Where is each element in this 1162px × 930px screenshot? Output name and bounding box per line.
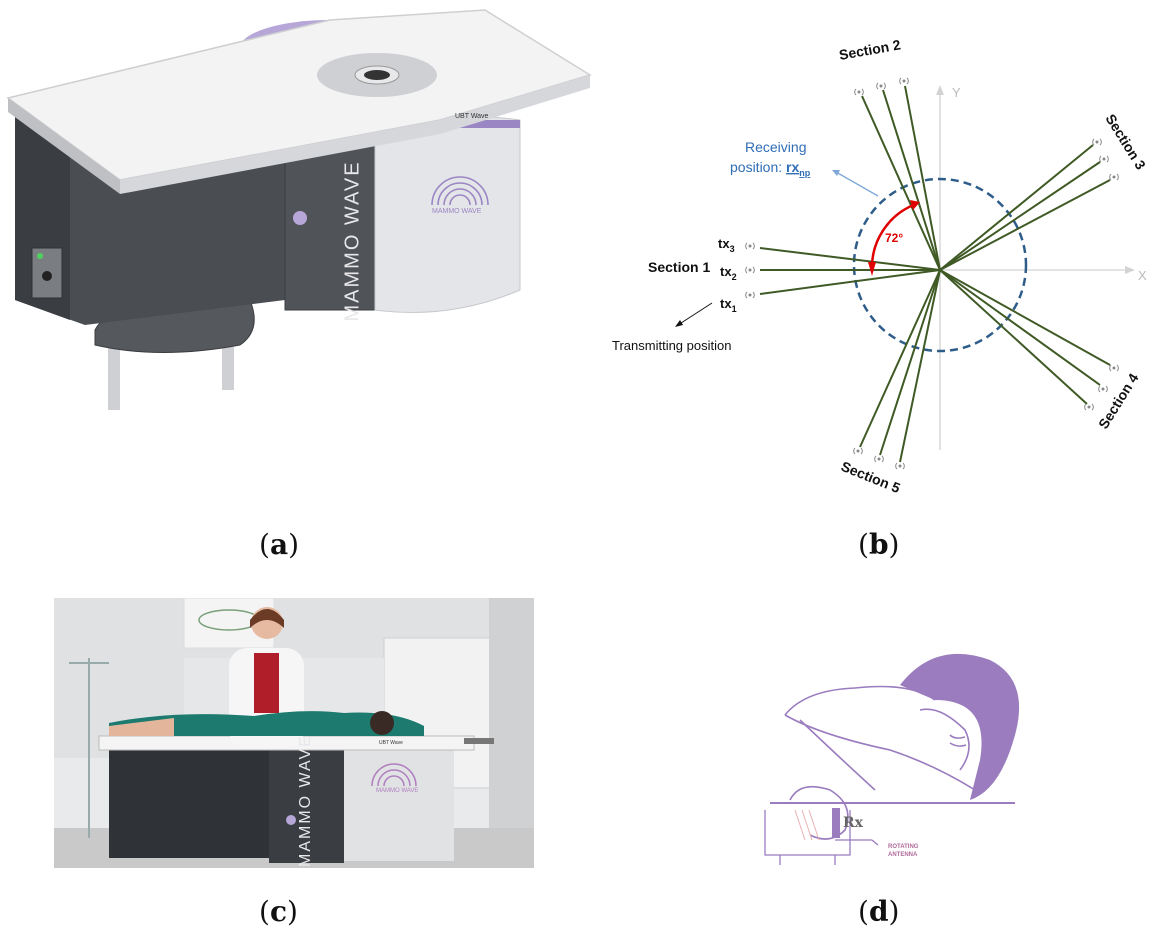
device-plate-text: UBT Wave (455, 113, 489, 120)
caption-b: (b) (858, 528, 900, 561)
caption-d: (d) (858, 895, 900, 928)
antenna-icons (745, 77, 1119, 470)
section-5-label: Section 5 (839, 458, 903, 496)
panel-d-illustration: Rx ROTATING ANTENNA (760, 640, 1040, 870)
patient-illustration: Rx ROTATING ANTENNA (764, 653, 1020, 865)
section-3-label: Section 3 (1102, 111, 1149, 172)
panel-b-diagram: 72° X Y Section 1 Section 2 Section 3 Se… (600, 0, 1162, 520)
rx-label: Rx (843, 815, 864, 831)
rotating-antenna-label-1: ROTATING (888, 844, 919, 850)
photo-brand-text: MAMMO WAVE (297, 734, 314, 867)
device-logo-text: MAMMO WAVE (432, 208, 482, 215)
ray-lines (759, 85, 1111, 463)
section-4-label: Section 4 (1095, 370, 1142, 431)
device-render-image (6, 9, 592, 410)
tx3-label: tx3 (718, 236, 735, 254)
panel-c-photo: MAMMO WAVE MAMMO WAVE UBT Wave (54, 598, 534, 868)
caption-c: (c) (259, 895, 298, 928)
rotating-antenna-label-2: ANTENNA (888, 852, 918, 858)
photo-plate-text: UBT Wave (379, 740, 403, 746)
measurement-diagram: 72° X Y Section 1 Section 2 Section 3 Se… (612, 36, 1149, 496)
section-2-label: Section 2 (838, 36, 902, 63)
photo-logo-text: MAMMO WAVE (376, 788, 419, 794)
receiving-label-line2: position: rxnp (730, 159, 811, 178)
panel-a-device-render: MAMMO WAVE MAMMO WAVE UBT Wave (0, 0, 600, 430)
axis-x-label: X (1138, 268, 1147, 283)
section-1-label: Section 1 (648, 259, 710, 275)
exam-photo-image (54, 598, 534, 868)
transmitting-position-label: Transmitting position (612, 338, 731, 353)
caption-a: (a) (259, 528, 300, 561)
angle-arc (870, 202, 917, 271)
tx2-label: tx2 (720, 264, 737, 282)
axis-y-label: Y (952, 85, 961, 100)
scan-circle (852, 177, 1028, 353)
device-brand-text: MAMMO WAVE (341, 160, 364, 322)
receiving-label-line1: Receiving (745, 139, 806, 155)
angle-label: 72° (885, 231, 903, 245)
tx1-label: tx1 (720, 296, 737, 314)
